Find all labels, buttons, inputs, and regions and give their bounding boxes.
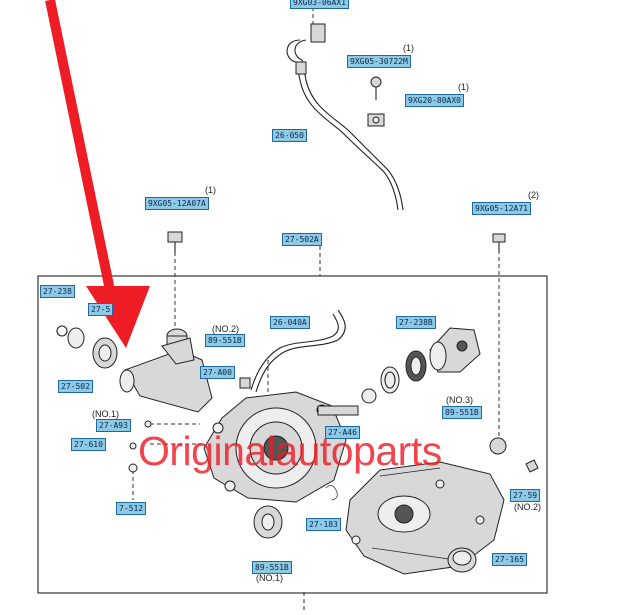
part-label-clip-mid: 27-183: [306, 518, 341, 531]
part-label-bolt-left: 9XG05-12A07A: [145, 197, 209, 210]
bolt-right-head: [492, 233, 506, 243]
note-no2-top: (NO.2): [212, 324, 239, 334]
note-no2-right: (NO.2): [514, 502, 541, 512]
hose-clip-top: [310, 23, 326, 43]
breather-hose: [286, 39, 399, 211]
part-label-snap-small: 27-A93: [96, 419, 131, 432]
bearing-small: [361, 388, 377, 404]
hose-clip-mid: [295, 61, 307, 75]
part-label-top-bolt: 9XG03-06AX1: [290, 0, 349, 9]
part-label-seal-b: 27-5: [88, 303, 114, 316]
cap-left-small: [128, 463, 138, 473]
part-label-cover-group: 27-502A: [282, 233, 322, 246]
bushing-no3: [489, 437, 507, 455]
ring-mid: [380, 366, 400, 394]
part-label-hose-mid: 26-040A: [270, 316, 310, 329]
bolt-upper-head: [370, 76, 382, 88]
note-no3: (NO.3): [446, 395, 473, 405]
qty-clip-upper: (1): [458, 82, 469, 92]
bolt-left-small-1: [144, 420, 152, 428]
input-shaft: [317, 405, 359, 416]
qty-top-bolt-upper: (1): [403, 43, 414, 53]
output-tube: [124, 349, 213, 413]
qty-bolt-left: (1): [205, 185, 216, 195]
part-label-plug-a: 27-610: [71, 438, 106, 451]
bolt-right-low: [525, 459, 539, 473]
clip-lower-mid: [325, 485, 338, 501]
bolt-left-small-2: [129, 442, 137, 450]
part-label-cap-right: 27-165: [492, 553, 527, 566]
part-label-bushing-no3: 89-551B: [442, 406, 482, 419]
hose-mid-clip: [239, 377, 251, 389]
part-label-ring-a: 27-A46: [325, 426, 360, 439]
part-label-bolt-right: 9XG05-12A71: [472, 202, 531, 215]
note-no1-bottom: (NO.1): [256, 573, 283, 583]
part-label-bearing-a: 27-502: [58, 380, 93, 393]
hose-mid: [255, 309, 346, 393]
bolt-left-head: [167, 231, 183, 243]
part-label-cap-a: 7-512: [116, 502, 147, 515]
part-label-bushing-no1: 89-551B: [252, 561, 292, 574]
assembly-frame: [37, 275, 548, 594]
bearing-left: [67, 327, 85, 349]
watermark-text: Originalautoparts: [138, 428, 442, 474]
tube-bracket: [161, 337, 195, 365]
qty-bolt-right: (2): [528, 190, 539, 200]
part-label-bolt-right-low: 27-59: [510, 489, 541, 502]
pointer-arrow: [45, 0, 150, 348]
part-label-bushing-no2: 89-551B: [205, 334, 245, 347]
snap-ring-left: [56, 325, 68, 337]
part-label-clip-upper: 9XG20-80AX0: [405, 94, 464, 107]
part-label-seal-a: 27-238: [40, 285, 75, 298]
part-label-pin-a: 27-A00: [200, 366, 235, 379]
part-label-bolt-upper: 9XG05-30722M: [347, 55, 411, 68]
part-label-breather-hose: 26-050: [272, 129, 307, 142]
part-label-output-group: 27-238B: [396, 316, 436, 329]
note-no1-left: (NO.1): [92, 409, 119, 419]
